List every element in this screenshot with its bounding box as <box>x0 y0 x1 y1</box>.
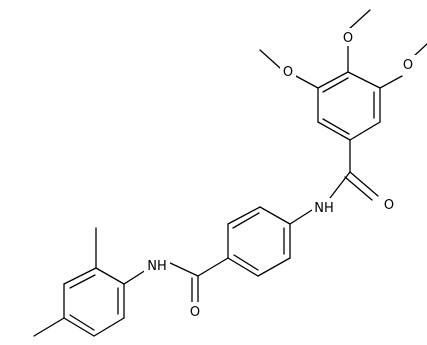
bond <box>227 206 261 225</box>
atom-label-nh-bottom: NH <box>147 259 167 274</box>
bond <box>123 269 147 285</box>
bond <box>93 317 125 337</box>
atom-label-o-methoxy-left: O <box>283 65 293 80</box>
bond <box>317 121 351 141</box>
bond <box>293 74 319 89</box>
bond <box>63 267 97 285</box>
bond <box>167 261 199 277</box>
bond <box>232 212 260 229</box>
atom-labels: O O O O NH O NH <box>144 28 416 320</box>
bond <box>347 71 381 89</box>
atom-label-o-carbonyl-bottom: O <box>190 305 200 320</box>
bond <box>259 206 291 225</box>
bond <box>233 254 259 271</box>
bond <box>322 77 349 93</box>
bond <box>69 274 96 289</box>
bond <box>349 121 381 141</box>
bond <box>227 257 259 277</box>
atom-label-nh-top: NH <box>314 201 334 216</box>
atom-label-o-methoxy-top: O <box>343 31 353 46</box>
bond <box>349 171 379 197</box>
bond-lines <box>33 9 427 337</box>
atom-label-o-methoxy-right: O <box>403 58 413 73</box>
bond <box>347 9 371 31</box>
bond <box>259 49 281 69</box>
bond <box>329 171 351 199</box>
bond <box>63 317 95 337</box>
bond <box>69 314 95 331</box>
bond <box>413 43 427 57</box>
bond <box>257 257 291 277</box>
bond <box>317 71 349 89</box>
bond <box>379 75 403 89</box>
bond <box>95 267 125 285</box>
bond <box>33 317 65 337</box>
atom-label-o-carbonyl-top: O <box>384 198 394 213</box>
bond <box>289 209 313 225</box>
bond <box>344 176 373 201</box>
bond <box>197 257 229 277</box>
bond <box>322 118 350 135</box>
